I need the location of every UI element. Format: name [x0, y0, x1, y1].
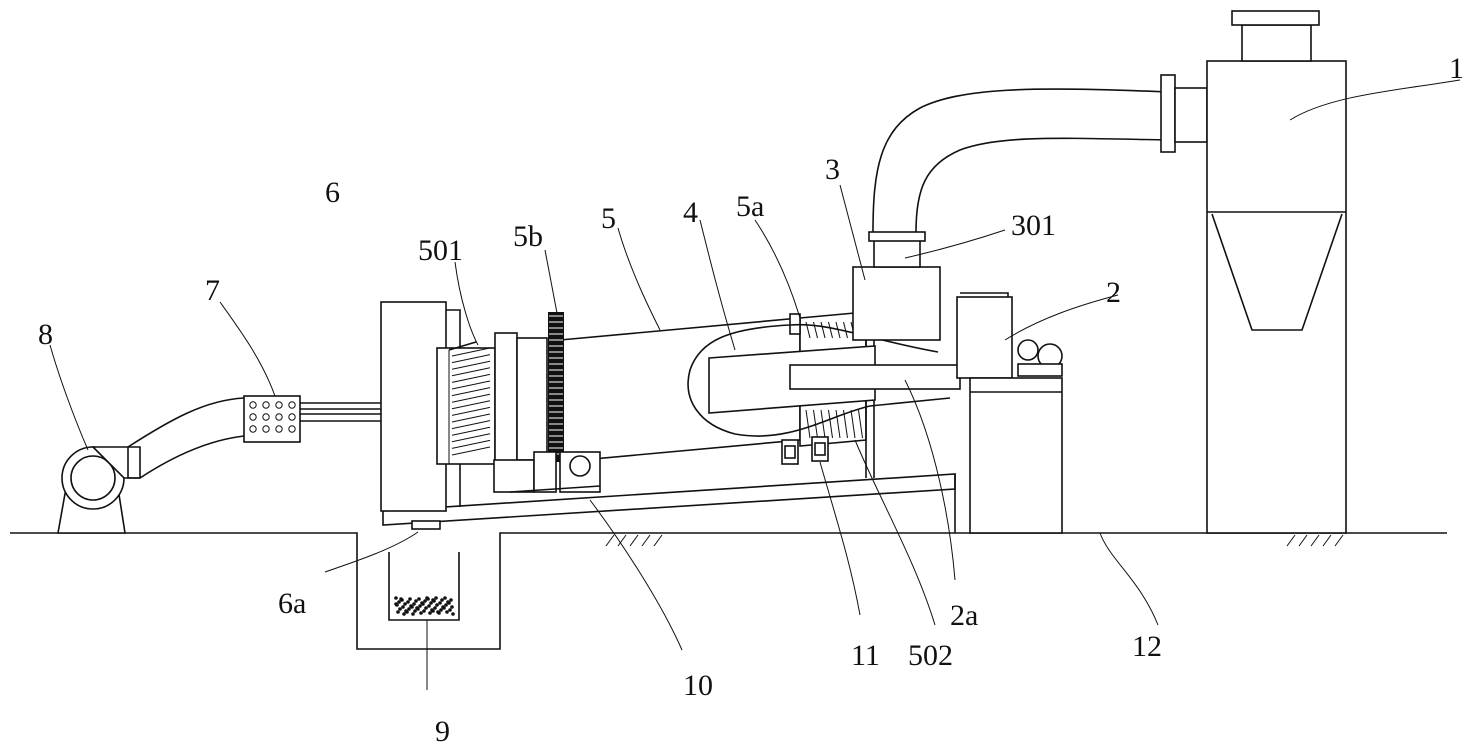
label-3: 3 [825, 153, 840, 186]
label-9: 9 [435, 715, 450, 748]
heater-7 [243, 395, 301, 443]
label-5: 5 [601, 202, 616, 235]
label-2: 2 [1106, 276, 1121, 309]
feeder-2 [956, 292, 1063, 534]
label-5b: 5b [513, 220, 543, 253]
part-labels: 1 2 2a 3 301 4 5 5a 5b 501 502 6 6a 7 8 … [38, 52, 1464, 748]
ground-12 [10, 532, 1447, 650]
label-7: 7 [205, 274, 220, 307]
drive-motor-10 [493, 451, 601, 493]
label-502: 502 [908, 639, 953, 672]
label-301: 301 [1011, 209, 1056, 242]
support-rollers-11 [781, 436, 829, 465]
label-5a: 5a [736, 190, 764, 223]
label-10: 10 [683, 669, 713, 702]
housing-3 [852, 231, 941, 341]
label-4: 4 [683, 196, 698, 229]
exhaust-pipe [872, 74, 1208, 233]
air-duct [127, 397, 383, 479]
collection-bin-9 [388, 552, 460, 621]
label-6: 6 [325, 176, 340, 209]
leader-lines [49, 79, 1461, 690]
label-8: 8 [38, 318, 53, 351]
label-6a: 6a [278, 587, 306, 620]
cyclone-1 [1206, 10, 1347, 534]
label-12: 12 [1132, 630, 1162, 663]
feed-tube-4 [687, 323, 961, 437]
base-frame [382, 473, 956, 533]
label-2a: 2a [950, 599, 978, 632]
label-11: 11 [851, 639, 880, 672]
label-1: 1 [1449, 52, 1464, 85]
label-501: 501 [418, 234, 463, 267]
